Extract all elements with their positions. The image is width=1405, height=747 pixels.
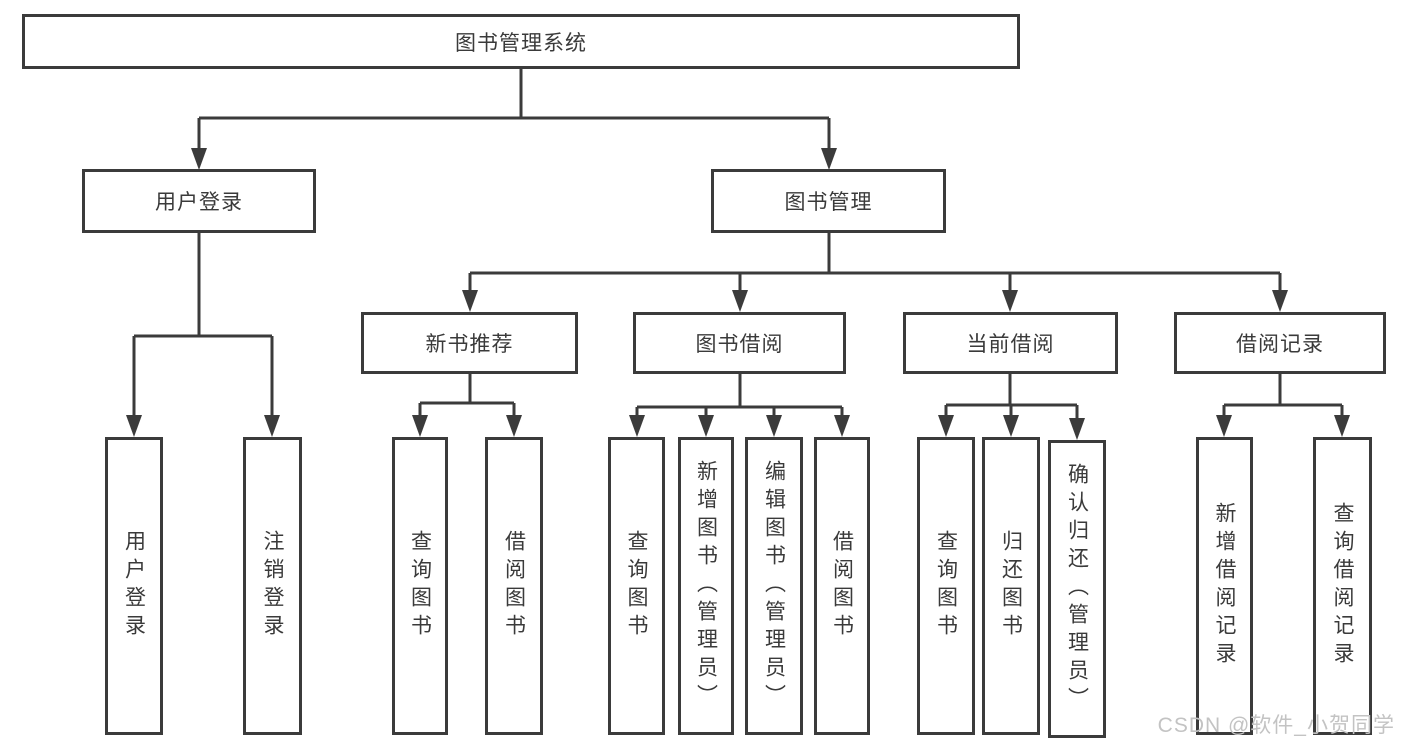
arrow-down-icon — [1216, 415, 1232, 437]
arrow-down-icon — [264, 415, 280, 437]
arrow-down-icon — [1002, 290, 1018, 312]
leaf-user-login: 用户登录 — [105, 437, 163, 735]
leaf-logout-label: 注销登录 — [261, 530, 284, 642]
leaf-add-borrow-record: 新增借阅记录 — [1196, 437, 1253, 735]
leaf-recommend-borrow-book: 借阅图书 — [485, 437, 543, 735]
leaf-current-query-book-label: 查询图书 — [934, 530, 958, 642]
node-borrow-records-label: 借阅记录 — [1236, 333, 1324, 356]
arrow-down-icon — [126, 415, 142, 437]
leaf-recommend-query-book: 查询图书 — [392, 437, 448, 735]
arrow-down-icon — [1003, 415, 1019, 437]
arrow-down-icon — [1069, 418, 1085, 440]
leaf-current-query-book: 查询图书 — [917, 437, 975, 735]
node-user-login: 用户登录 — [82, 169, 316, 233]
node-new-book-recommend: 新书推荐 — [361, 312, 578, 374]
arrow-down-icon — [629, 415, 645, 437]
node-borrow-records: 借阅记录 — [1174, 312, 1386, 374]
arrow-down-icon — [1272, 290, 1288, 312]
node-current-borrow-label: 当前借阅 — [966, 333, 1055, 356]
leaf-edit-book-admin-label: 编辑图书（管理员） — [762, 460, 786, 712]
leaf-borrow-book: 借阅图书 — [814, 437, 870, 735]
leaf-return-book: 归还图书 — [982, 437, 1040, 735]
leaf-add-book-admin: 新增图书（管理员） — [678, 437, 734, 735]
arrow-down-icon — [191, 148, 207, 170]
leaf-borrow-query-book-label: 查询图书 — [625, 530, 648, 642]
arrow-down-icon — [412, 415, 428, 437]
arrow-down-icon — [821, 148, 837, 170]
node-book-borrow: 图书借阅 — [633, 312, 846, 374]
leaf-user-login-label: 用户登录 — [122, 530, 146, 642]
leaf-recommend-borrow-book-label: 借阅图书 — [502, 530, 526, 642]
arrow-down-icon — [834, 415, 850, 437]
leaf-edit-book-admin: 编辑图书（管理员） — [745, 437, 803, 735]
leaf-add-book-admin-label: 新增图书（管理员） — [694, 460, 718, 712]
node-current-borrow: 当前借阅 — [903, 312, 1118, 374]
leaf-recommend-query-book-label: 查询图书 — [408, 530, 432, 642]
arrow-down-icon — [506, 415, 522, 437]
arrow-down-icon — [1334, 415, 1350, 437]
leaf-confirm-return-admin: 确认归还（管理员） — [1048, 440, 1106, 738]
csdn-watermark: CSDN @软件_小贺同学 — [1157, 714, 1395, 737]
arrow-down-icon — [766, 415, 782, 437]
leaf-return-book-label: 归还图书 — [999, 530, 1023, 642]
leaf-query-borrow-record-label: 查询借阅记录 — [1331, 502, 1354, 670]
arrow-down-icon — [698, 415, 714, 437]
node-book-management: 图书管理 — [711, 169, 946, 233]
leaf-query-borrow-record: 查询借阅记录 — [1313, 437, 1372, 735]
node-book-borrow-label: 图书借阅 — [695, 333, 784, 356]
arrow-down-icon — [938, 415, 954, 437]
node-new-book-recommend-label: 新书推荐 — [425, 333, 514, 356]
leaf-confirm-return-admin-label: 确认归还（管理员） — [1065, 463, 1089, 715]
node-user-login-label: 用户登录 — [155, 191, 243, 214]
leaf-add-borrow-record-label: 新增借阅记录 — [1213, 502, 1236, 670]
arrow-down-icon — [732, 290, 748, 312]
node-root-system: 图书管理系统 — [22, 14, 1020, 69]
node-book-management-label: 图书管理 — [784, 191, 873, 214]
arrow-down-icon — [462, 290, 478, 312]
leaf-logout: 注销登录 — [243, 437, 302, 735]
node-root-label: 图书管理系统 — [455, 31, 587, 55]
leaf-borrow-book-label: 借阅图书 — [830, 530, 854, 642]
leaf-borrow-query-book: 查询图书 — [608, 437, 665, 735]
